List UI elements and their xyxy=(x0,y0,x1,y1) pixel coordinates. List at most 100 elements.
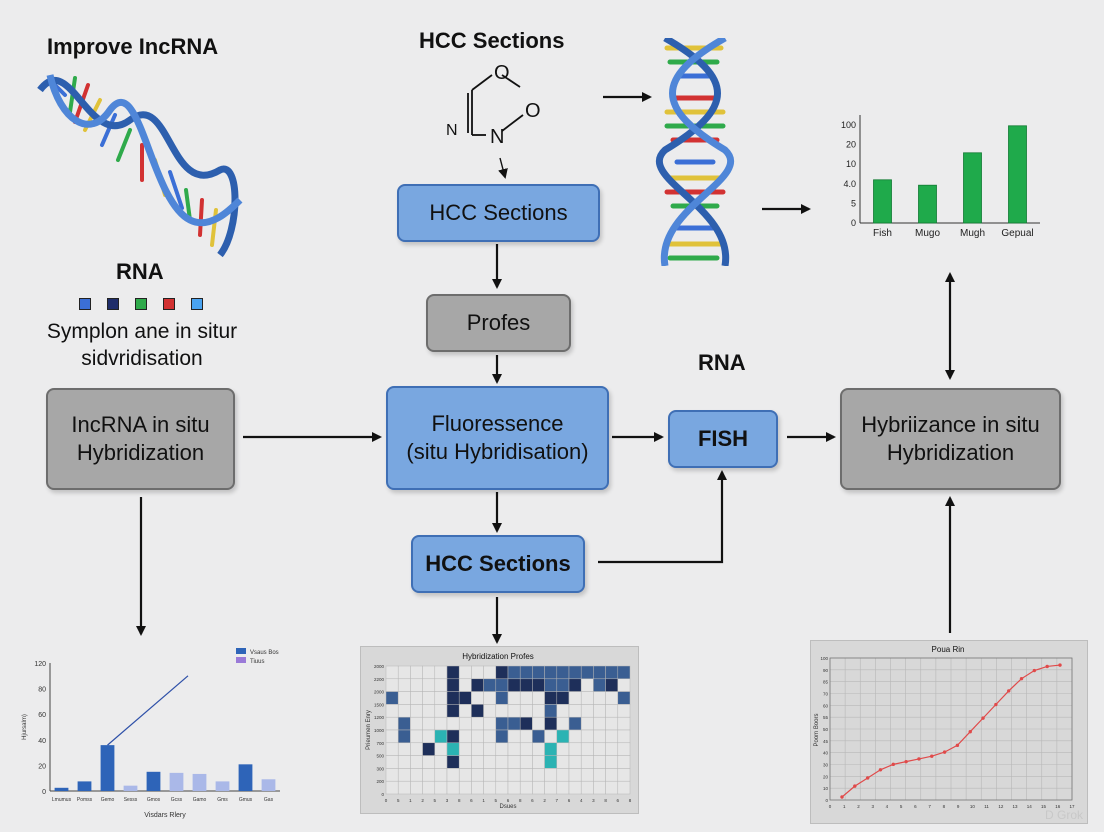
heatmap-cell xyxy=(410,704,423,718)
profes-box[interactable]: Profes xyxy=(426,294,571,352)
x-tick-label: 2 xyxy=(543,798,546,803)
heatmap-cell xyxy=(422,716,436,731)
heatmap-cell xyxy=(446,768,460,782)
heatmap-cell xyxy=(471,742,484,756)
y-tick-label: 60 xyxy=(823,703,829,708)
x-tick-label: 6 xyxy=(914,804,917,809)
x-tick-label: Mugo xyxy=(915,228,940,239)
heatmap-cell xyxy=(532,768,545,782)
x-tick-label: Gepual xyxy=(1001,228,1033,239)
x-tick-label: 8 xyxy=(519,798,522,803)
data-point xyxy=(994,702,998,707)
bar xyxy=(238,764,253,791)
heatmap-cell xyxy=(495,704,509,718)
arrow-hcc-bottom-to-fish xyxy=(598,470,727,564)
heatmap-cell xyxy=(568,742,582,756)
bar xyxy=(100,745,115,791)
x-tick-label: Gas xyxy=(264,797,274,803)
x-tick-label: 11 xyxy=(984,804,989,809)
heatmap-cell xyxy=(446,665,460,680)
heatmap-cell xyxy=(532,755,545,769)
y-tick-label: 50 xyxy=(823,727,829,732)
heatmap-cell xyxy=(446,755,460,769)
heatmap-cell xyxy=(617,665,631,680)
heatmap-cell xyxy=(471,755,484,769)
fluorescence-box[interactable]: Fluoressence (situ Hybridisation) xyxy=(386,386,609,490)
x-axis-label: Dsues xyxy=(499,804,516,810)
heatmap-cell xyxy=(617,755,631,769)
y-tick-label: 10 xyxy=(823,786,829,791)
y-tick-label: 0 xyxy=(825,798,828,803)
heatmap-cell xyxy=(544,665,558,680)
heatmap-cell xyxy=(507,755,521,769)
y-axis-label: Poom Boors xyxy=(814,713,820,746)
heatmap-cell xyxy=(458,716,472,731)
line-chart-title: Poua Rin xyxy=(932,645,965,654)
heatmap-cell xyxy=(458,742,472,756)
heatmap-cell xyxy=(605,729,619,744)
x-tick-label: 3 xyxy=(871,804,874,809)
y-tick-label: 1200 xyxy=(374,715,385,720)
heatmap-cell xyxy=(410,691,423,705)
x-tick-label: 2 xyxy=(857,804,860,809)
heatmap-cell xyxy=(458,691,472,705)
y-tick-label: 2200 xyxy=(374,677,385,682)
y-tick-label: 5 xyxy=(851,198,856,208)
heatmap-cell xyxy=(580,780,594,795)
heatmap-cell xyxy=(495,780,509,795)
heatmap-cell xyxy=(495,729,509,744)
heatmap-cell xyxy=(434,780,448,795)
hybridizance-box[interactable]: Hybriizance in situ Hybridization xyxy=(840,388,1061,490)
heatmap-cell xyxy=(397,716,411,731)
heatmap-cell xyxy=(593,768,606,782)
x-tick-label: 1 xyxy=(409,798,412,803)
heatmap-cell xyxy=(556,742,570,756)
lncrna-label-line2: Hybridization xyxy=(76,440,205,465)
hcc-sections-bottom-box[interactable]: HCC Sections xyxy=(411,535,585,593)
heatmap-cell xyxy=(605,755,619,769)
y-tick-label: 700 xyxy=(376,741,384,746)
center-title: HCC Sections xyxy=(419,28,565,53)
heatmap-cell xyxy=(507,742,521,756)
heatmap-cell xyxy=(458,678,472,692)
bar xyxy=(963,152,982,224)
y-tick-label: 40 xyxy=(823,751,829,756)
bar xyxy=(918,184,937,224)
fish-box[interactable]: FISH xyxy=(668,410,778,468)
data-point xyxy=(904,759,908,764)
bar xyxy=(169,772,184,791)
heatmap-cell xyxy=(593,665,606,680)
data-point xyxy=(853,784,857,788)
y-tick-label: 500 xyxy=(376,754,384,759)
heatmap-cell xyxy=(568,755,582,769)
legend-label: Vsaus Bos xyxy=(250,650,279,656)
heatmap-cell xyxy=(605,665,619,680)
x-tick-label: 1 xyxy=(843,804,846,809)
x-tick-label: 12 xyxy=(998,804,1004,809)
molecule-structure-icon xyxy=(467,74,524,136)
heatmap-cell xyxy=(495,742,509,756)
hcc-sections-bottom-label: HCC Sections xyxy=(425,551,571,576)
heatmap-cell xyxy=(471,716,484,731)
lncrna-box[interactable]: IncRNA in situ Hybridization xyxy=(46,388,235,490)
heatmap-cell xyxy=(568,780,582,795)
x-tick-label: 6 xyxy=(470,798,473,803)
heatmap-cell xyxy=(556,716,570,731)
plot-frame xyxy=(829,657,1073,801)
hcc-sections-top-box[interactable]: HCC Sections xyxy=(397,184,600,242)
data-point xyxy=(917,757,921,761)
heatmap-cell xyxy=(605,691,619,705)
heatmap-cell xyxy=(495,691,509,705)
heatmap-cell xyxy=(593,716,606,731)
y-tick-label: 2000 xyxy=(374,690,385,695)
heatmap-cell xyxy=(593,678,606,692)
y-tick-label: 20 xyxy=(38,763,46,770)
bar xyxy=(54,787,69,791)
heatmap-cell xyxy=(483,755,497,769)
heatmap-cell xyxy=(397,678,411,692)
data-point xyxy=(865,776,870,780)
heatmap-cell xyxy=(532,780,545,795)
